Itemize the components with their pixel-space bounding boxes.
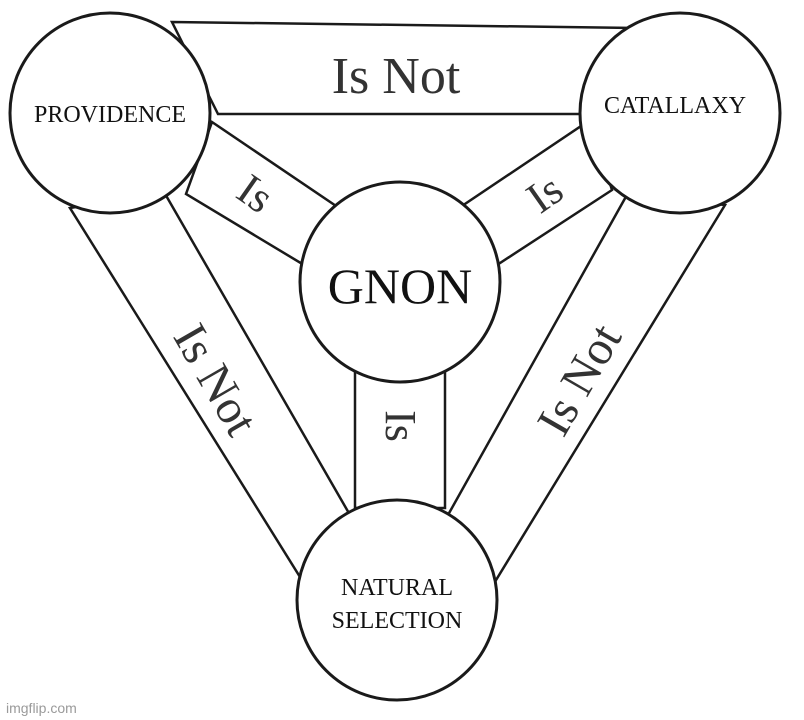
imgflip-watermark: imgflip.com [6, 700, 77, 716]
node-gnon-label: GNON [328, 258, 472, 314]
node-natural-selection-label-line2: SELECTION [332, 608, 463, 634]
node-providence-label: PROVIDENCE [34, 102, 186, 128]
node-natural-selection-circle [295, 498, 499, 702]
node-providence-circle [8, 11, 212, 215]
node-natural-selection-label-line1: NATURAL [341, 575, 453, 601]
label-gnon-natural-selection: Is [376, 410, 425, 442]
label-providence-catallaxy: Is Not [332, 48, 461, 105]
node-catallaxy-label: CATALLAXY [604, 93, 746, 119]
node-gnon-circle [298, 180, 502, 384]
node-catallaxy-circle [578, 11, 782, 215]
